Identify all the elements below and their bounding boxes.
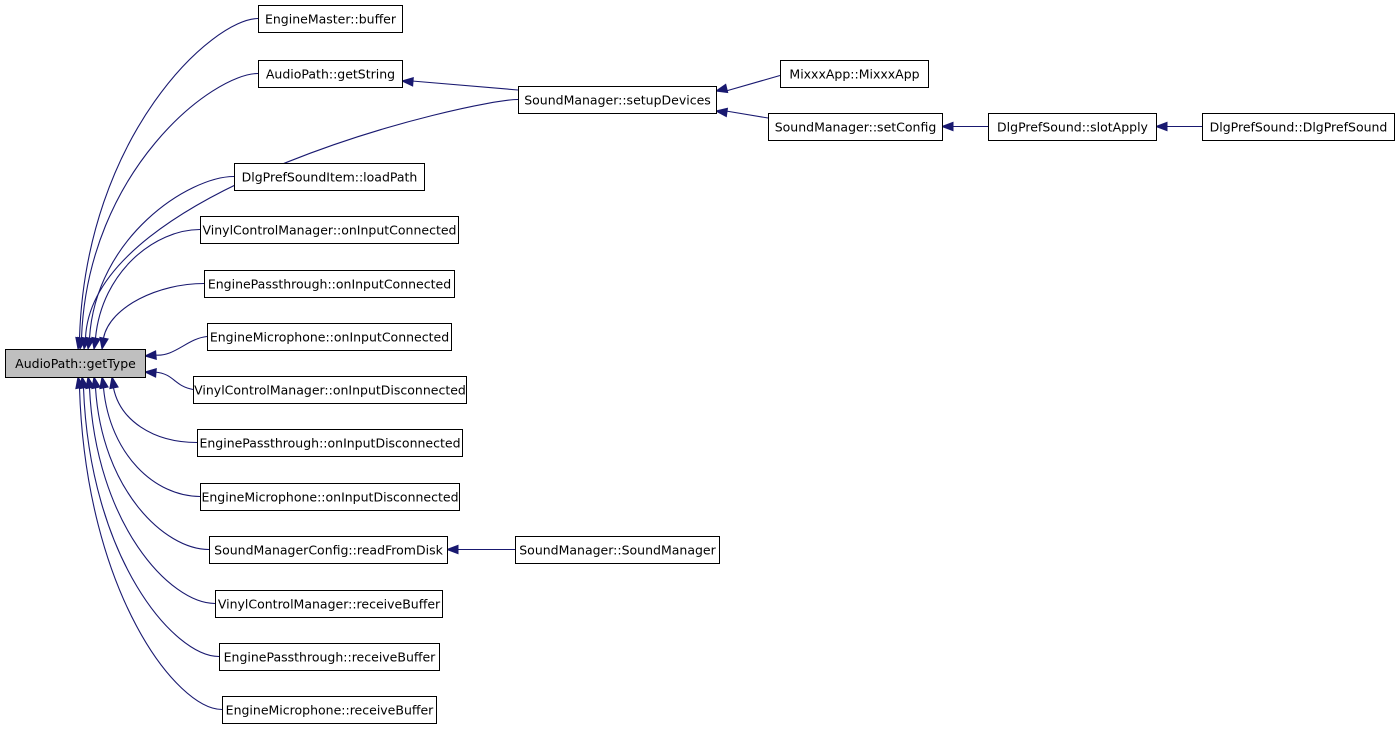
edge-epConnected-to-getType	[102, 282, 205, 339]
edge-dlgPrefSound-to-slotApply-arrowhead	[1154, 121, 1168, 132]
node-box-setupDevices	[518, 86, 717, 114]
node-label-emConnected: EngineMicrophone::onInputConnected	[210, 330, 449, 345]
edge-readFromDisk-to-getType	[94, 387, 210, 551]
node-emConnected[interactable]: EngineMicrophone::onInputConnected	[207, 323, 452, 351]
edge-epDisconnected-to-getType-arrowhead	[109, 375, 119, 390]
nodes-layer: AudioPath::getType EngineMaster::bufferAu…	[5, 5, 1395, 724]
node-label-setConfig: SoundManager::setConfig	[775, 120, 937, 135]
edge-epReceive-to-getType	[82, 387, 220, 658]
node-box-readFromDisk	[209, 536, 448, 564]
edge-emDisconnected-to-getType-arrowhead	[99, 375, 109, 390]
node-setupDevices[interactable]: SoundManager::setupDevices	[518, 86, 717, 114]
node-label-vcmReceive: VinylControlManager::receiveBuffer	[218, 597, 441, 612]
node-soundManager[interactable]: SoundManager::SoundManager	[515, 536, 720, 564]
node-label-buffer: EngineMaster::buffer	[265, 12, 397, 27]
node-label-epReceive: EnginePassthrough::receiveBuffer	[224, 650, 437, 665]
node-box-loadPath	[234, 163, 425, 191]
node-emDisconnected[interactable]: EngineMicrophone::onInputDisconnected	[200, 483, 460, 511]
edge-vcmReceive-to-getType	[88, 387, 216, 605]
node-epConnected[interactable]: EnginePassthrough::onInputConnected	[204, 270, 455, 298]
node-epDisconnected[interactable]: EnginePassthrough::onInputDisconnected	[197, 429, 463, 457]
node-box-getType	[5, 349, 146, 378]
node-getType[interactable]: AudioPath::getType	[5, 349, 146, 378]
node-box-buffer	[258, 5, 403, 33]
edge-setConfig-to-setupDevices	[725, 110, 769, 119]
node-label-dlgPrefSound: DlgPrefSound::DlgPrefSound	[1210, 120, 1388, 135]
node-label-emReceive: EngineMicrophone::receiveBuffer	[226, 703, 435, 718]
node-vcmConnected[interactable]: VinylControlManager::onInputConnected	[200, 216, 459, 244]
node-label-setupDevices: SoundManager::setupDevices	[524, 93, 711, 108]
node-box-getString	[258, 60, 403, 88]
edge-vcmReceive-to-getType-arrowhead	[85, 375, 95, 390]
edge-epConnected-to-getType-arrowhead	[99, 336, 109, 351]
edge-loadPath-to-getType	[88, 175, 235, 339]
node-label-mixxxApp: MixxxApp::MixxxApp	[789, 67, 919, 82]
node-label-emDisconnected: EngineMicrophone::onInputDisconnected	[201, 490, 458, 505]
node-label-vcmConnected: VinylControlManager::onInputConnected	[203, 223, 457, 238]
node-label-epDisconnected: EnginePassthrough::onInputDisconnected	[199, 436, 460, 451]
node-loadPath[interactable]: DlgPrefSoundItem::loadPath	[234, 163, 425, 191]
node-box-emDisconnected	[200, 483, 460, 511]
node-label-epConnected: EnginePassthrough::onInputConnected	[208, 277, 451, 292]
node-box-epReceive	[219, 643, 440, 671]
node-slotApply[interactable]: DlgPrefSound::slotApply	[988, 113, 1157, 141]
node-label-slotApply: DlgPrefSound::slotApply	[997, 120, 1149, 135]
edge-soundManager-to-readFromDisk-arrowhead	[445, 544, 459, 555]
edge-setConfig-to-setupDevices-arrowhead	[714, 107, 729, 118]
edge-emReceive-to-getType-arrowhead	[75, 375, 85, 390]
edge-buffer-to-getType	[78, 17, 259, 339]
node-box-emReceive	[222, 696, 437, 724]
node-label-soundManager: SoundManager::SoundManager	[519, 543, 716, 558]
node-box-setConfig	[768, 113, 943, 141]
node-buffer[interactable]: EngineMaster::buffer	[258, 5, 403, 33]
node-dlgPrefSound[interactable]: DlgPrefSound::DlgPrefSound	[1202, 113, 1395, 141]
node-emReceive[interactable]: EngineMicrophone::receiveBuffer	[222, 696, 437, 724]
edge-setupDevices-to-getString-arrowhead	[400, 76, 414, 87]
node-vcmReceive[interactable]: VinylControlManager::receiveBuffer	[215, 590, 443, 618]
edge-vcmDisconnected-to-getType-arrowhead	[143, 368, 157, 378]
edge-mixxxApp-to-setupDevices	[725, 74, 781, 92]
edge-epDisconnected-to-getType	[112, 387, 198, 444]
edge-readFromDisk-to-getType-arrowhead	[91, 375, 101, 390]
node-box-soundManager	[515, 536, 720, 564]
node-box-vcmDisconnected	[193, 376, 467, 404]
edge-emConnected-to-getType	[154, 335, 208, 356]
node-label-loadPath: DlgPrefSoundItem::loadPath	[242, 170, 418, 185]
edge-slotApply-to-setConfig-arrowhead	[940, 121, 954, 132]
edge-emReceive-to-getType	[78, 387, 223, 711]
node-mixxxApp[interactable]: MixxxApp::MixxxApp	[780, 60, 929, 88]
edge-emConnected-to-getType-arrowhead	[143, 350, 157, 360]
edge-mixxxApp-to-setupDevices-arrowhead	[714, 83, 729, 94]
node-box-slotApply	[988, 113, 1157, 141]
edge-setupDevices-to-getString	[411, 80, 519, 91]
node-label-readFromDisk: SoundManagerConfig::readFromDisk	[214, 543, 443, 558]
node-box-dlgPrefSound	[1202, 113, 1395, 141]
node-readFromDisk[interactable]: SoundManagerConfig::readFromDisk	[209, 536, 448, 564]
edges-layer	[75, 17, 1202, 711]
node-box-epConnected	[204, 270, 455, 298]
node-vcmDisconnected[interactable]: VinylControlManager::onInputDisconnected	[193, 376, 467, 404]
node-getString[interactable]: AudioPath::getString	[258, 60, 403, 88]
node-box-emConnected	[207, 323, 452, 351]
node-box-vcmReceive	[215, 590, 443, 618]
edge-getString-to-getType	[80, 72, 259, 339]
node-label-getType: AudioPath::getType	[15, 356, 136, 371]
edge-emDisconnected-to-getType	[102, 387, 201, 498]
node-setConfig[interactable]: SoundManager::setConfig	[768, 113, 943, 141]
edge-vcmConnected-to-getType	[94, 228, 201, 339]
node-box-epDisconnected	[197, 429, 463, 457]
node-epReceive[interactable]: EnginePassthrough::receiveBuffer	[219, 643, 440, 671]
node-box-mixxxApp	[780, 60, 929, 88]
edge-vcmDisconnected-to-getType	[154, 371, 194, 391]
node-label-vcmDisconnected: VinylControlManager::onInputDisconnected	[194, 383, 466, 398]
edge-vcmConnected-to-getType-arrowhead	[91, 336, 101, 351]
edge-setupDevices-to-getType	[84, 98, 519, 339]
node-box-vcmConnected	[200, 216, 459, 244]
node-label-getString: AudioPath::getString	[266, 67, 395, 82]
